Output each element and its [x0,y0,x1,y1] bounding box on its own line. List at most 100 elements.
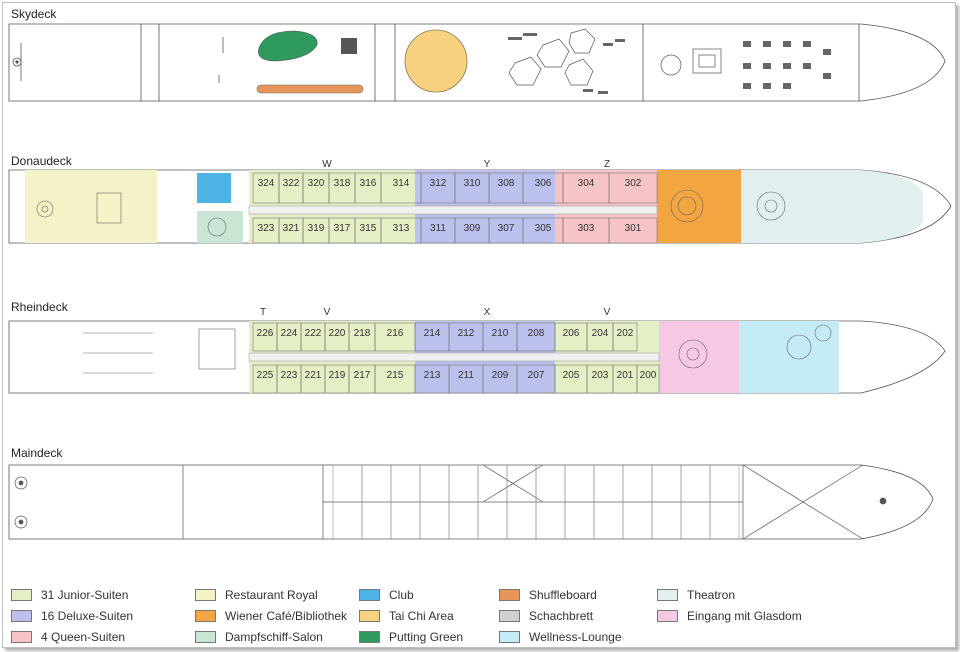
cabin-number: 223 [281,370,298,381]
cabin-outline [636,364,660,394]
deck-title-donaudeck: Donaudeck [11,154,72,168]
legend-swatch [359,589,380,601]
cabin-number: 221 [305,370,322,381]
cabin-number: 317 [334,223,351,234]
cabin-number: 226 [257,328,274,339]
legend-swatch [11,589,32,601]
legend-label: Shuffleboard [529,588,597,602]
cabin-number: 207 [528,370,545,381]
cabin-number: 312 [430,178,447,189]
cabin-number: 306 [535,178,552,189]
cabin-number: 220 [329,328,346,339]
legend-item: Eingang mit Glasdom [657,608,802,624]
legend-item: Shuffleboard [499,587,597,603]
tai-chi-area [404,29,468,93]
legend-swatch [657,610,678,622]
legend-label: 16 Deluxe-Suiten [41,609,134,623]
legend-label: Club [389,588,414,602]
cabin-number: 217 [354,370,371,381]
legend-swatch [11,631,32,643]
legend-label: Putting Green [389,630,464,644]
legend-label: Restaurant Royal [225,588,318,602]
cabin-number: 316 [360,178,377,189]
cabin-number: 320 [308,178,325,189]
cabin-number: 319 [308,223,325,234]
legend-label: Tai Chi Area [389,609,454,623]
cabin-number: 309 [464,223,481,234]
cabin-number: 209 [492,370,509,381]
legend-item: Theatron [657,587,735,603]
cabin-number: 222 [305,328,322,339]
legend-item: Restaurant Royal [195,587,318,603]
section-letter-v2: V [604,307,611,318]
maindeck-room [709,501,740,540]
deck-title-skydeck: Skydeck [11,7,57,21]
parasols [508,28,722,86]
cabin-number: 324 [258,178,275,189]
cabin-number: 302 [625,178,642,189]
corridor [248,205,658,215]
wellness-lounge [739,321,839,393]
cabin-number: 210 [492,328,509,339]
legend-swatch [195,631,216,643]
wiener-cafe [657,170,741,243]
cabin-number: 308 [498,178,515,189]
deck-furniture [508,33,831,94]
legend: 31 Junior-Suiten 16 Deluxe-Suiten 4 Queen-… [3,581,955,647]
cabin-number: 202 [617,328,634,339]
cabin-number: 321 [283,223,300,234]
cabin-number: 311 [430,223,446,234]
legend-label: 31 Junior-Suiten [41,588,129,602]
chessboard [341,38,357,54]
legend-item: Putting Green [359,629,463,645]
skydeck-features [218,28,831,94]
cabin-number: 201 [617,370,634,381]
legend-swatch [499,631,520,643]
cabin-number: 304 [578,178,595,189]
section-letter-x: X [484,307,491,318]
cabin-outline [608,217,658,244]
cabin-number: 315 [360,223,377,234]
cabin-outline [612,322,638,352]
legend-swatch [195,610,216,622]
cabin-number: 219 [329,370,346,381]
cabin-number: 200 [640,370,657,381]
club [197,173,231,203]
section-letter-t: T [260,307,266,318]
section-letter-z: Z [604,159,610,170]
legend-item: Club [359,587,414,603]
legend-label: Eingang mit Glasdom [687,609,802,623]
legend-item: 31 Junior-Suiten [11,587,128,603]
legend-label: 4 Queen-Suiten [41,630,126,644]
legend-swatch [11,610,32,622]
legend-label: Schachbrett [529,609,594,623]
putting-green [258,30,318,62]
cabin-number: 322 [283,178,300,189]
legend-item: Wiener Café/Bibliothek [195,608,347,624]
section-letter-v: V [324,307,331,318]
legend-item: Wellness-Lounge [499,629,622,645]
legend-item: 16 Deluxe-Suiten [11,608,133,624]
shuffleboard [256,84,364,94]
legend-swatch [359,610,380,622]
skydeck-plan [8,23,946,102]
cabin-number: 310 [464,178,481,189]
legend-item: Schachbrett [499,608,593,624]
legend-label: Dampfschiff-Salon [225,630,323,644]
cabin-number: 225 [257,370,274,381]
legend-swatch [499,589,520,601]
legend-label: Wellness-Lounge [529,630,622,644]
eingang-glasdom [659,321,739,393]
legend-swatch [499,610,520,622]
cabin-number: 208 [528,328,545,339]
dampfschiff-salon [197,211,243,243]
cabin-number: 203 [592,370,609,381]
cabin-number: 205 [563,370,580,381]
cabin-number: 213 [424,370,441,381]
cabin-number: 318 [334,178,351,189]
legend-label: Theatron [687,588,736,602]
cabin-number: 313 [393,223,410,234]
